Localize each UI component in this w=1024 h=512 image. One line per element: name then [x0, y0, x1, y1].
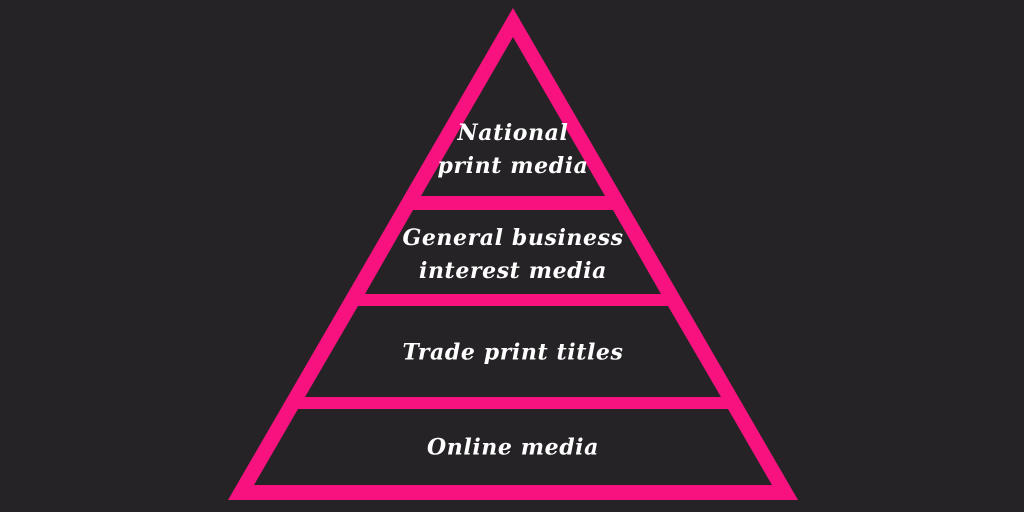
tier-1-label-line-2: print media [437, 153, 589, 179]
tier-3-label: Trade print titles [402, 337, 623, 370]
tier-1-label: National print media [437, 117, 588, 183]
tier-3-label-line-1: Trade print titles [402, 339, 624, 366]
tier-4-label-line-1: Online media [427, 434, 599, 461]
tier-4-label: Online media [427, 432, 599, 465]
tier-2-panel [365, 210, 661, 294]
tier-2-label-line-2: interest media [419, 258, 607, 284]
tier-1-label-line-1: National [457, 120, 569, 146]
tier-2-label: General business interest media [402, 222, 623, 288]
tier-1-panel [421, 37, 605, 196]
tier-2-label-line-1: General business [402, 225, 624, 251]
tier-4-panel [254, 409, 772, 485]
tier-3-panel [305, 306, 721, 397]
